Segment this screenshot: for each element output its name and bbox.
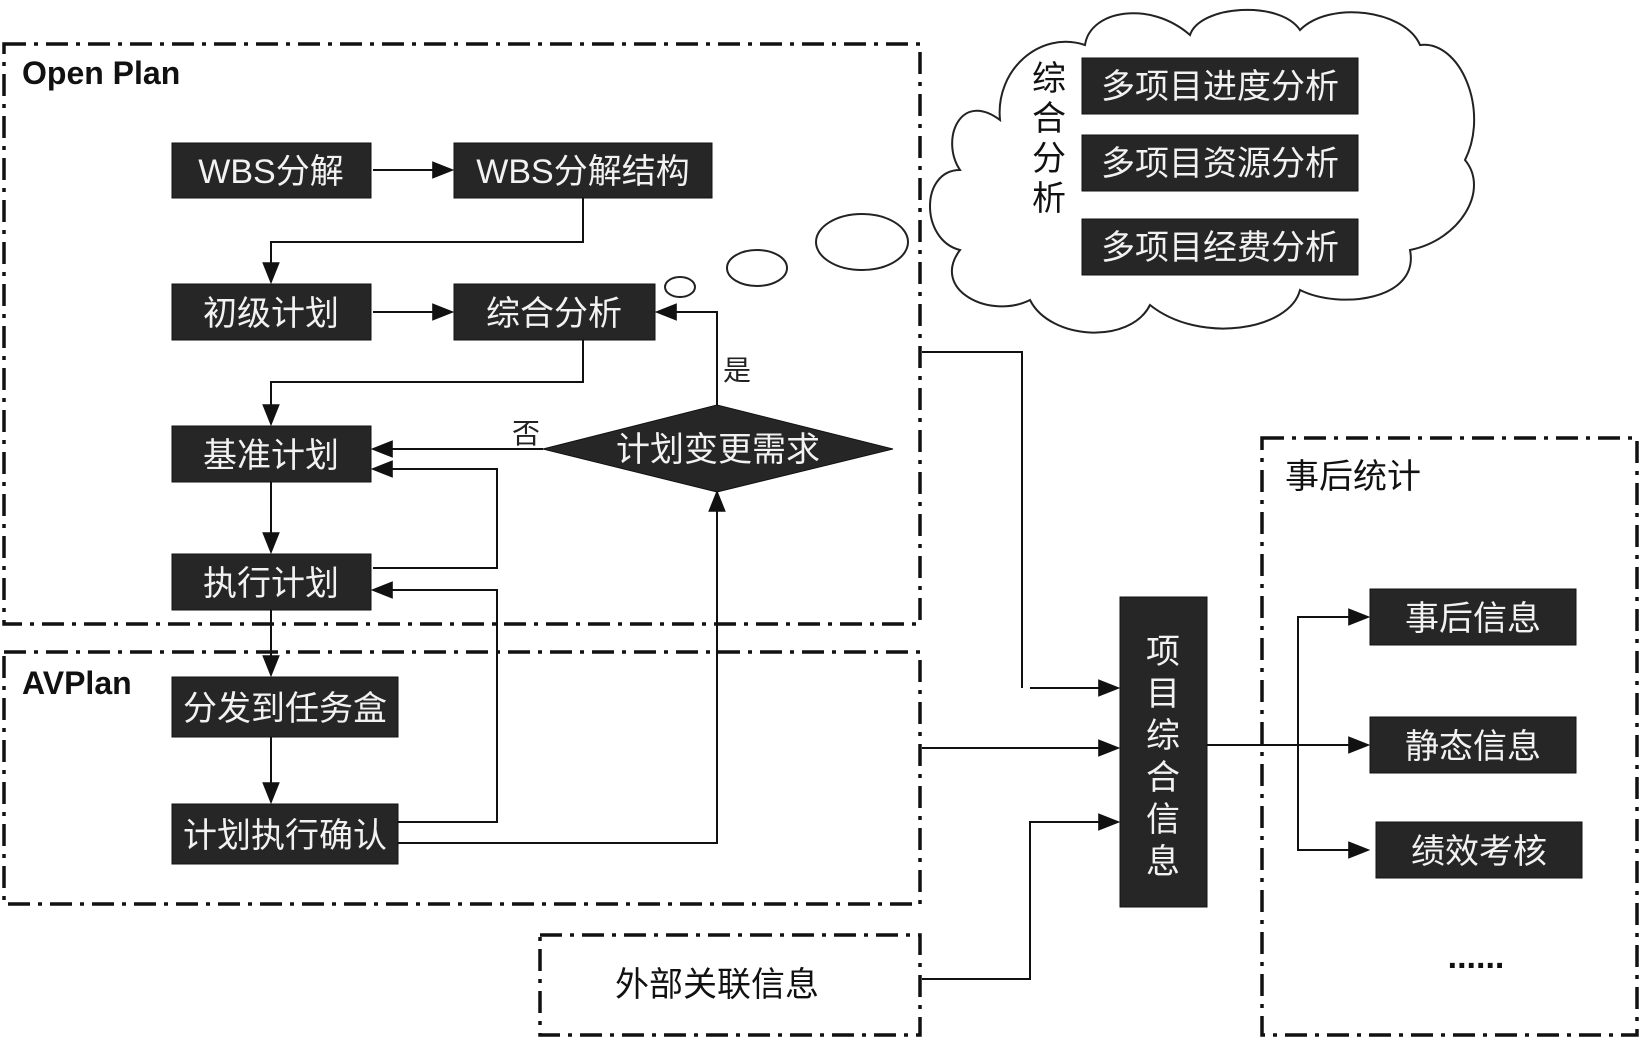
dispatch-taskbox-label: 分发到任务盒 — [183, 689, 387, 729]
thought-bubble-medium — [726, 249, 788, 287]
project-info-char: 信 — [1146, 800, 1180, 840]
project-info-char: 合 — [1146, 758, 1180, 798]
execute-plan-label: 执行计划 — [203, 564, 339, 604]
execute-plan-box — [171, 553, 372, 611]
cloud-title-char: 综 — [1032, 59, 1066, 99]
line-openplan-to-project-info — [922, 351, 1023, 688]
cloud-item-resource: 多项目资源分析 — [1101, 144, 1339, 184]
performance-label: 绩效考核 — [1411, 832, 1547, 872]
cloud-item-resource-box — [1081, 134, 1359, 192]
initial-plan-label: 初级计划 — [203, 294, 339, 334]
avplan-frame — [2, 650, 922, 906]
post-stats-frame — [1260, 436, 1639, 1037]
wbs-structure-box — [453, 142, 713, 199]
avplan-label: AVPlan — [22, 665, 132, 701]
arrow-to-post-info — [1297, 608, 1371, 745]
arrow-analysis-to-baseline — [262, 340, 584, 427]
wbs-structure-label: WBS分解结构 — [476, 153, 689, 191]
external-info-frame — [538, 933, 922, 1037]
cloud-item-schedule-box — [1081, 57, 1359, 115]
post-info-label: 事后信息 — [1405, 599, 1541, 639]
cloud-title-char: 分 — [1032, 139, 1066, 179]
project-info-box — [1119, 596, 1208, 908]
open-plan-frame — [2, 42, 922, 626]
cloud-item-budget-box — [1081, 218, 1359, 276]
cloud-title-char: 合 — [1032, 99, 1066, 139]
wbs-decompose-label: WBS分解 — [198, 153, 343, 191]
confirm-execution-box — [171, 803, 399, 865]
performance-box — [1375, 821, 1583, 879]
arrow-structure-to-initial — [262, 198, 584, 285]
confirm-execution-label: 计划执行确认 — [183, 816, 387, 856]
initial-plan-box — [171, 283, 372, 341]
static-info-label: 静态信息 — [1405, 727, 1541, 767]
project-info-char: 息 — [1146, 842, 1180, 882]
project-info-char: 项 — [1146, 632, 1180, 672]
comprehensive-analysis-box — [453, 283, 656, 341]
external-info-label: 外部关联信息 — [615, 965, 819, 1005]
post-info-box — [1369, 588, 1577, 646]
post-stats-label: 事后统计 — [1285, 457, 1421, 497]
thought-bubble-small — [664, 276, 696, 298]
open-plan-label: Open Plan — [22, 55, 180, 91]
static-info-box — [1369, 716, 1577, 774]
thought-bubble-large — [815, 213, 909, 271]
change-request-diamond — [542, 404, 894, 493]
arrow-execute-to-baseline — [370, 460, 498, 569]
dispatch-taskbox-box — [171, 676, 399, 738]
change-request-label: 计划变更需求 — [616, 430, 820, 470]
wbs-decompose-box — [171, 142, 372, 199]
decision-no-label: 否 — [512, 417, 540, 450]
cloud-item-budget: 多项目经费分析 — [1101, 228, 1339, 268]
cloud-item-schedule: 多项目进度分析 — [1101, 67, 1339, 107]
arrow-change-yes-to-analysis — [654, 303, 718, 406]
project-info-char: 综 — [1146, 716, 1180, 756]
baseline-plan-label: 基准计划 — [203, 436, 339, 476]
arrow-confirm-to-execute — [370, 581, 498, 823]
decision-yes-label: 是 — [723, 354, 751, 387]
cloud-title-char: 析 — [1032, 179, 1066, 219]
more-items-label: ...... — [1448, 938, 1505, 976]
arrow-confirm-to-change — [398, 489, 726, 844]
arrow-external-to-project-info — [922, 813, 1121, 980]
baseline-plan-box — [171, 425, 372, 483]
comprehensive-analysis-label: 综合分析 — [486, 294, 622, 334]
project-info-char: 目 — [1146, 674, 1180, 714]
arrow-to-performance — [1297, 745, 1371, 859]
